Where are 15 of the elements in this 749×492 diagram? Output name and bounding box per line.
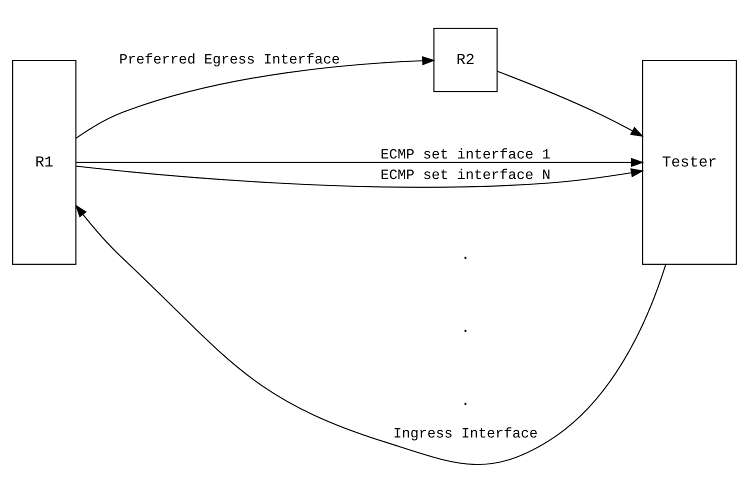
- arrow: [76, 165, 644, 188]
- arrow: [75, 204, 666, 464]
- node-box: Tester: [642, 59, 737, 264]
- node-box: R1: [12, 59, 76, 264]
- label: .: [460, 392, 470, 410]
- arrow: [497, 70, 644, 136]
- label: .: [460, 246, 470, 264]
- arrow: [76, 56, 436, 138]
- arrow: [76, 157, 644, 166]
- edge-label: Preferred Egress Interface: [119, 52, 340, 68]
- label: .: [460, 318, 470, 337]
- edge-label: Ingress Interface: [393, 426, 538, 442]
- node-box: R2: [433, 27, 498, 92]
- edge-label: ECMP set interface N: [380, 168, 550, 184]
- edge-label: ECMP set interface 1: [380, 146, 550, 163]
